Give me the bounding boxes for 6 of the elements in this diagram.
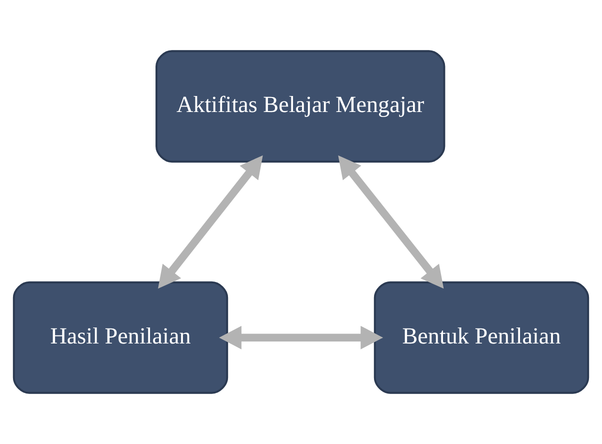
node-box: Hasil Penilaian <box>12 281 228 394</box>
arrow <box>158 155 263 289</box>
arrow <box>219 326 384 350</box>
node-box: Aktifitas Belajar Mengajar <box>156 50 446 163</box>
node-box: Bentuk Penilaian <box>374 281 590 394</box>
arrow <box>338 155 444 289</box>
